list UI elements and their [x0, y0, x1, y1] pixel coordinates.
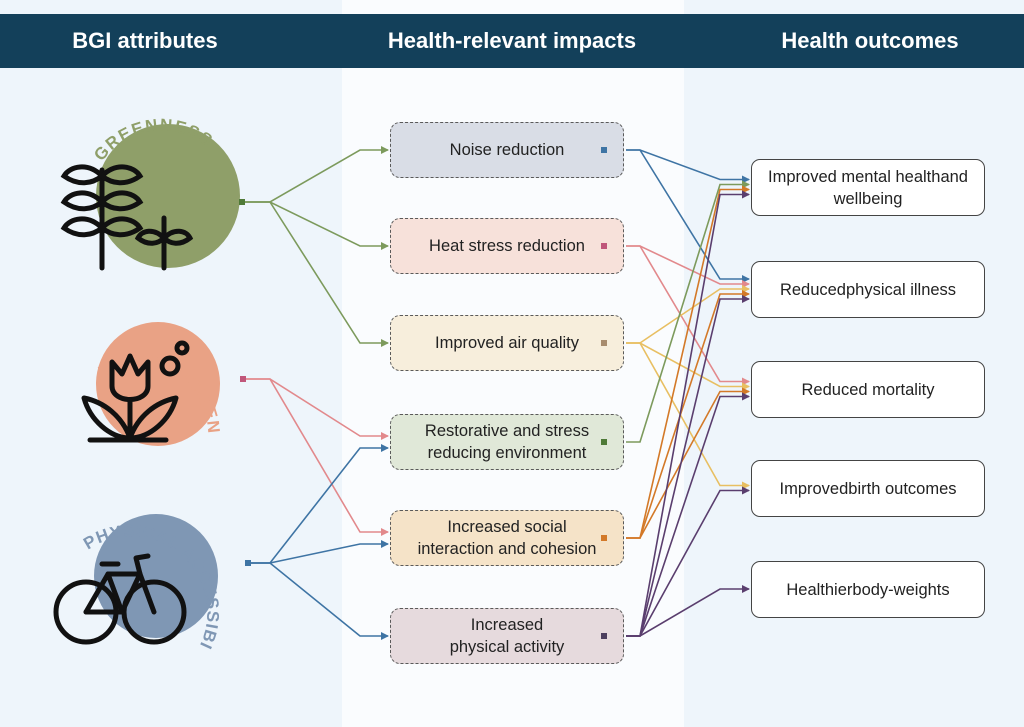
impact-activity-line1: Increased: [470, 616, 544, 634]
impact-noise-reduction-line1: Noise reduction: [449, 141, 565, 159]
accessibility-marker: [245, 560, 251, 566]
impact-social-interaction: Increased social interaction and cohesion: [390, 510, 624, 566]
impact-restorative-line1: Restorative and stress: [424, 422, 590, 440]
header-bgi-attributes: BGI attributes: [72, 28, 218, 53]
greenness-marker: [239, 199, 245, 205]
impact-marker-3: [601, 439, 607, 445]
impact-heat-stress-line1: Heat stress reduction: [429, 237, 585, 255]
wire-attr-0-to-impact-2: [242, 201, 389, 347]
outcome-body-weights-line2: body-weights: [852, 580, 950, 599]
wire-attr-0-to-impact-0: [242, 146, 389, 203]
outcome-body-weights-line1: Healthier: [786, 580, 853, 599]
outcome-mortality-line1: Reduced mortality: [801, 380, 935, 399]
impact-marker-1: [601, 243, 607, 249]
impact-marker-4: [601, 535, 607, 541]
outcome-physical-illness-line2: physical illness: [846, 280, 957, 299]
impact-social-line1: Increased social: [447, 518, 567, 536]
wire-attr-0-to-impact-1: [242, 201, 389, 250]
outcome-birth-line2: birth outcomes: [848, 479, 957, 498]
header-bar: BGI attributes Health-relevant impacts H…: [0, 14, 1024, 68]
outcome-physical-illness: Reducedphysical illness: [751, 261, 985, 318]
wire-attr-1-to-impact-4: [243, 378, 389, 536]
impact-restorative-environment: Restorative and stress reducing environme…: [390, 414, 624, 470]
wire-impact-0-to-outcome-0: [626, 149, 750, 184]
outcome-physical-illness-line1: Reduced: [779, 280, 846, 299]
aesthetic-circle: [96, 322, 220, 446]
wire-attr-2-to-impact-5: [248, 562, 389, 640]
impact-marker-0: [601, 147, 607, 153]
outcome-birth-outcomes: Improvedbirth outcomes: [751, 460, 985, 517]
impact-noise-reduction: Noise reduction: [390, 122, 624, 178]
impact-marker-5: [601, 633, 607, 639]
outcome-mental-health-line1: Improved mental health: [768, 167, 941, 186]
header-health-outcomes: Health outcomes: [781, 28, 959, 53]
wire-impact-2-to-outcome-1: [626, 285, 750, 344]
header-health-impacts: Health-relevant impacts: [387, 28, 637, 53]
wire-attr-2-to-impact-3: [248, 444, 389, 564]
impact-social-line2: interaction and cohesion: [417, 540, 597, 558]
impact-activity-line2: physical activity: [449, 638, 565, 656]
wire-impact-1-to-outcome-2: [626, 245, 750, 386]
accessibility-attribute: PHYSICAL ACCESSIBILITY: [40, 500, 222, 653]
wire-impact-0-to-outcome-1: [626, 149, 750, 283]
wire-impact-2-to-outcome-3: [626, 342, 750, 490]
impact-physical-activity: Increased physical activity: [390, 608, 624, 664]
impact-heat-stress-reduction: Heat stress reduction: [390, 218, 624, 274]
wire-impact-5-to-outcome-4: [626, 585, 750, 637]
outcome-reduced-mortality: Reduced mortality: [751, 361, 985, 418]
impact-improved-air-quality: Improved air quality: [390, 315, 624, 371]
impact-marker-2: [601, 340, 607, 346]
outcome-body-weights: Healthierbody-weights: [751, 561, 985, 618]
impact-air-quality-line1: Improved air quality: [435, 334, 579, 352]
wire-impact-5-to-outcome-0: [626, 190, 750, 637]
wire-impact-3-to-outcome-0: [626, 180, 750, 443]
aesthetic-marker: [240, 376, 246, 382]
tulip-flower-icon: [81, 340, 190, 443]
wire-attr-2-to-impact-4: [248, 540, 389, 564]
outcome-mental-health-line2: and wellbeing: [833, 167, 968, 208]
outcome-mental-health: Improved mental healthand wellbeing: [751, 159, 985, 216]
greenness-attribute: GREENNESS: [60, 115, 240, 271]
outcome-birth-line1: Improved: [779, 479, 849, 498]
impact-restorative-line2: reducing environment: [427, 444, 587, 462]
bicycle-icon: [53, 553, 187, 645]
wheat-plants-icon: [60, 164, 194, 271]
aesthetic-attribute: AESTHETIC/SENSORY: [60, 300, 222, 446]
wire-attr-1-to-impact-3: [243, 378, 389, 440]
